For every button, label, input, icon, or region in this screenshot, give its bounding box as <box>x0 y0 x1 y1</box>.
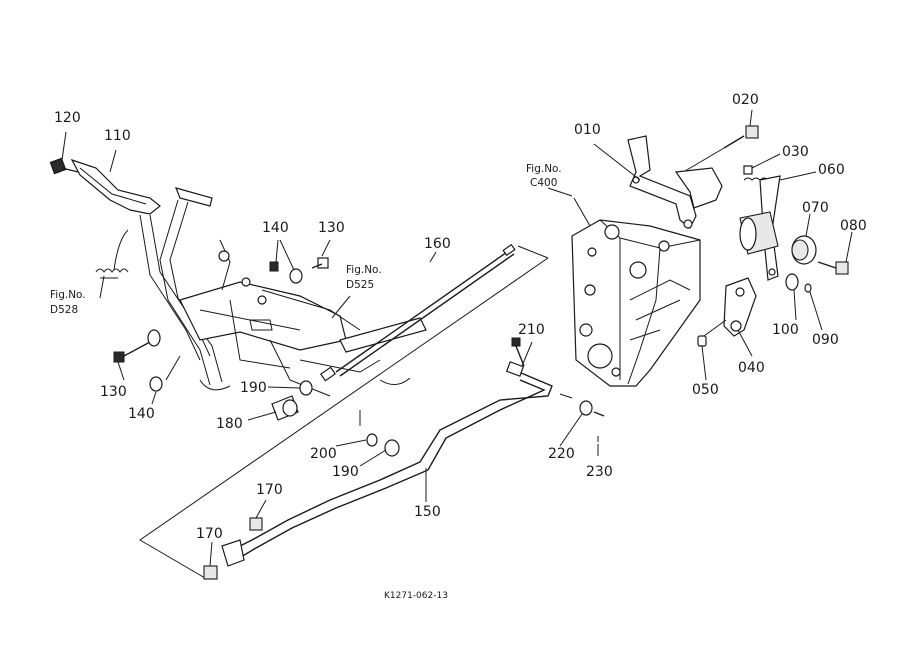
label-170-upper: 170 <box>256 482 283 498</box>
fig-ref-d528-prefix: Fig.No. <box>50 289 86 301</box>
lever-040-drawing <box>697 277 757 347</box>
washer-pin-drawing <box>559 393 605 442</box>
fig-ref-d525-code: D525 <box>346 279 374 291</box>
label-020: 020 <box>732 92 759 108</box>
figure-references: Fig.No. C400 Fig.No. D525 Fig.No. D528 <box>50 163 562 316</box>
label-090: 090 <box>812 332 839 348</box>
label-200: 200 <box>310 446 337 462</box>
label-190-upper: 190 <box>240 380 267 396</box>
rod-160-drawing <box>319 243 516 382</box>
label-050: 050 <box>692 382 719 398</box>
fastener-group-left <box>113 257 329 392</box>
label-150: 150 <box>414 504 441 520</box>
label-060: 060 <box>818 162 845 178</box>
label-070: 070 <box>802 200 829 216</box>
label-100: 100 <box>772 322 799 338</box>
label-190-lower: 190 <box>332 464 359 480</box>
label-130-left: 130 <box>100 384 127 400</box>
fig-ref-c400-code: C400 <box>530 177 557 189</box>
label-030: 030 <box>782 144 809 160</box>
label-120: 120 <box>54 110 81 126</box>
label-010: 010 <box>574 122 601 138</box>
drawing-code: K1271-062-13 <box>384 591 448 601</box>
label-140-top: 140 <box>262 220 289 236</box>
part-labels: 120 110 140 130 160 130 140 190 180 200 … <box>54 92 867 542</box>
label-220: 220 <box>548 446 575 462</box>
transmission-housing-drawing <box>571 219 701 387</box>
nut-170-drawing <box>203 517 263 580</box>
fig-ref-d528-code: D528 <box>50 304 78 316</box>
assembly-boundary <box>139 245 549 579</box>
label-170-lower: 170 <box>196 526 223 542</box>
bolt-020-drawing <box>679 125 759 175</box>
collar-group-drawing <box>739 211 849 293</box>
link-rod-150-drawing <box>221 337 553 567</box>
label-140-left: 140 <box>128 406 155 422</box>
leader-lines <box>61 109 853 567</box>
label-130-top: 130 <box>318 220 345 236</box>
label-080: 080 <box>840 218 867 234</box>
fastener-group-center <box>271 380 400 457</box>
fig-ref-c400-prefix: Fig.No. <box>526 163 562 175</box>
label-040: 040 <box>738 360 765 376</box>
label-180: 180 <box>216 416 243 432</box>
fig-ref-d525-prefix: Fig.No. <box>346 264 382 276</box>
pedal-assembly-drawing <box>49 157 427 397</box>
label-230: 230 <box>586 464 613 480</box>
label-210: 210 <box>518 322 545 338</box>
label-110: 110 <box>104 128 131 144</box>
label-160: 160 <box>424 236 451 252</box>
